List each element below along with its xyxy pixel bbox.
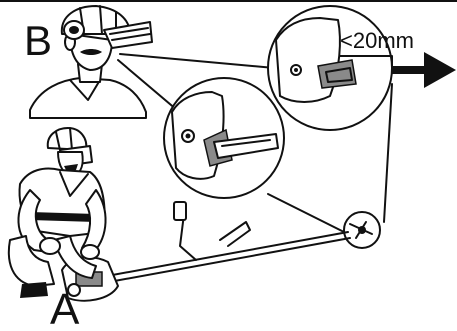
distance-measurement-label: <20mm <box>340 30 414 52</box>
operator-a-figure <box>9 128 106 298</box>
arrow-right-icon <box>392 52 456 88</box>
upper-detail-circle <box>268 6 392 130</box>
trimmer-head-detail <box>344 212 380 248</box>
operator-b-label: B <box>24 20 52 62</box>
lower-detail-circle <box>164 78 284 198</box>
operator-a-label: A <box>50 288 79 331</box>
